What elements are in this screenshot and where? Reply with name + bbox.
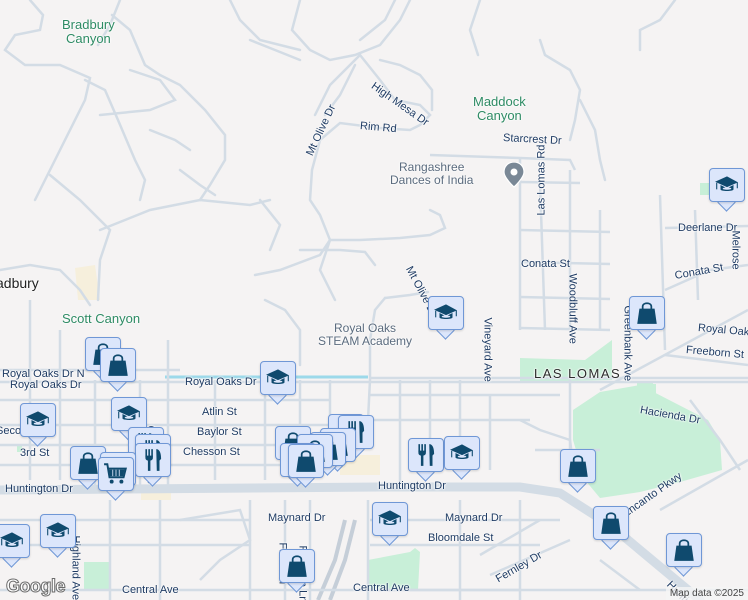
central-ave-east-street-label: Central Ave bbox=[353, 582, 410, 594]
baylor-st-street-label: Baylor St bbox=[197, 426, 242, 438]
las-lomas-rd-street-label: Las Lomas Rd bbox=[535, 144, 548, 216]
shopping-marker[interactable] bbox=[279, 549, 315, 593]
shopping-marker[interactable] bbox=[100, 348, 136, 392]
shopping-bag-icon bbox=[279, 549, 315, 583]
shopping-cart-icon bbox=[98, 457, 134, 491]
graduation-cap-icon bbox=[444, 436, 480, 470]
school-marker[interactable] bbox=[444, 436, 480, 480]
shopping-bag-icon bbox=[666, 533, 702, 567]
shopping-bag-icon bbox=[100, 348, 136, 382]
maynard-dr-west-street-label: Maynard Dr bbox=[268, 512, 326, 524]
google-logo: Google bbox=[6, 576, 67, 597]
shopping-marker[interactable] bbox=[288, 444, 324, 488]
huntington-dr-west-street-label: Huntington Dr bbox=[5, 483, 73, 495]
school-marker[interactable] bbox=[372, 502, 408, 546]
shopping-marker[interactable] bbox=[593, 506, 629, 550]
fork-knife-icon bbox=[135, 443, 171, 477]
school-marker[interactable] bbox=[428, 296, 464, 340]
graduation-cap-icon bbox=[709, 168, 745, 202]
maynard-dr-east-street-label: Maynard Dr bbox=[445, 512, 503, 524]
shopping-bag-icon bbox=[629, 296, 665, 330]
map-attribution[interactable]: Map data ©2025 bbox=[665, 587, 748, 600]
royal-oaks-dr-n-street-label: Royal Oaks Dr N bbox=[2, 368, 85, 380]
conata-st-1-street-label: Conata St bbox=[521, 258, 570, 270]
restaurant-marker[interactable] bbox=[408, 438, 444, 482]
royal-oaks-dr-mid-street-label: Royal Oaks Dr bbox=[185, 376, 257, 388]
school-marker[interactable] bbox=[709, 168, 745, 212]
school-marker[interactable] bbox=[0, 524, 30, 568]
shopping-marker[interactable] bbox=[629, 296, 665, 340]
shopping-bag-icon bbox=[560, 449, 596, 483]
bradbury-label: Bradbury bbox=[0, 275, 39, 291]
school-marker[interactable] bbox=[20, 403, 56, 447]
deerlane-dr-street-label: Deerlane Dr bbox=[678, 222, 738, 234]
chesson-st-street-label: Chesson St bbox=[183, 446, 240, 458]
school-marker[interactable] bbox=[260, 361, 296, 405]
royal-oaks-dr-west-street-label: Royal Oaks Dr bbox=[10, 379, 82, 391]
graduation-cap-icon bbox=[260, 361, 296, 395]
vineyard-ave-street-label: Vineyard Ave bbox=[481, 317, 494, 382]
graduation-cap-icon bbox=[40, 514, 76, 548]
restaurant-marker[interactable] bbox=[135, 443, 171, 487]
shopping-bag-icon bbox=[288, 444, 324, 478]
graduation-cap-icon bbox=[372, 502, 408, 536]
third-st-street-label: 3rd St bbox=[20, 447, 50, 459]
central-ave-west-street-label: Central Ave bbox=[122, 584, 179, 596]
school-marker[interactable] bbox=[40, 514, 76, 558]
shopping-bag-icon bbox=[593, 506, 629, 540]
graduation-cap-icon bbox=[20, 403, 56, 437]
graduation-cap-icon bbox=[0, 524, 30, 558]
place-pin-icon[interactable] bbox=[503, 161, 525, 193]
bloomdale-st-street-label: Bloomdale St bbox=[428, 532, 494, 544]
las-lomas-label: LAS LOMAS bbox=[534, 366, 622, 381]
huntington-dr-mid-street-label: Huntington Dr bbox=[378, 480, 446, 492]
graduation-cap-icon bbox=[111, 397, 147, 431]
fork-knife-icon bbox=[408, 438, 444, 472]
woodbluff-ave-street-label: Woodbluff Ave bbox=[566, 273, 579, 344]
melrose-street-label: Melrose bbox=[729, 230, 742, 270]
shopping-marker[interactable] bbox=[560, 449, 596, 493]
atlin-st-street-label: Atlin St bbox=[202, 406, 237, 418]
shopping-marker[interactable] bbox=[666, 533, 702, 577]
grocery-marker[interactable] bbox=[98, 457, 134, 501]
scott-canyon-label: Scott Canyon bbox=[62, 311, 141, 326]
graduation-cap-icon bbox=[428, 296, 464, 330]
